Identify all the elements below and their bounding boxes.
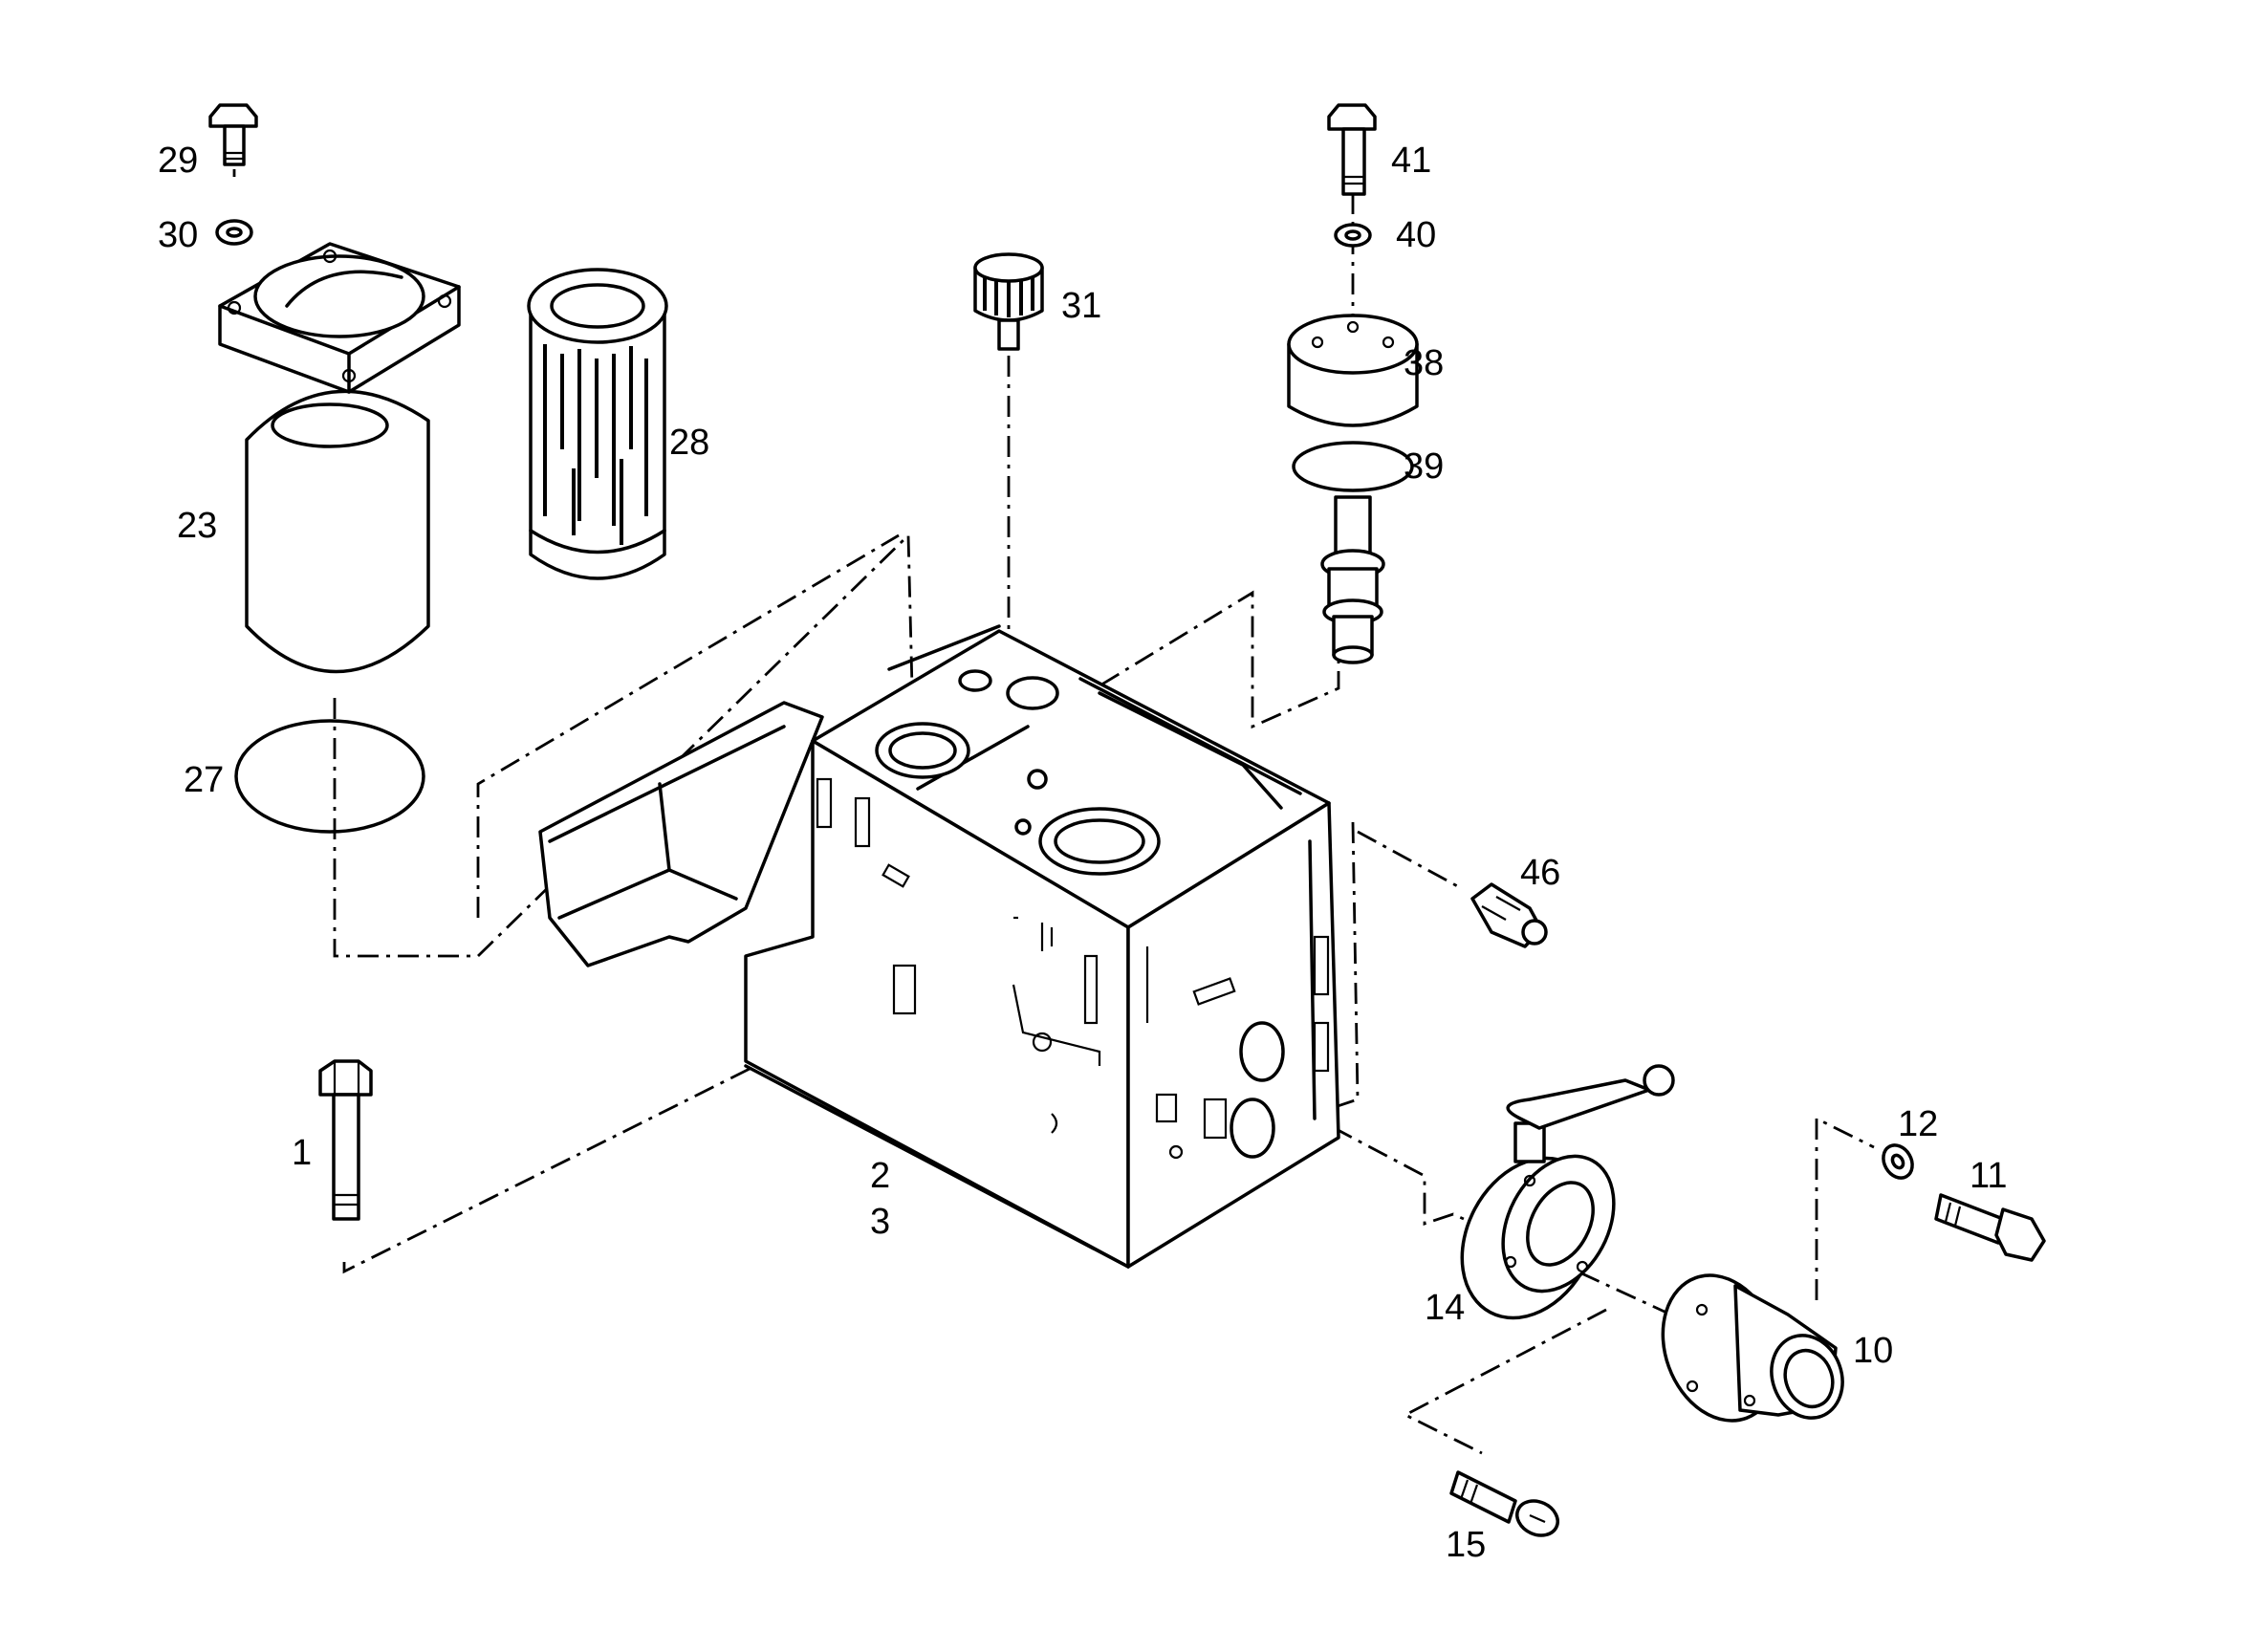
part-10-bearing-cover <box>1661 1273 1844 1423</box>
part-41-bolt <box>1327 103 1377 196</box>
part-23-filter-housing <box>218 242 461 674</box>
part-39-o-ring <box>1292 441 1414 492</box>
label-1: 1 <box>292 1133 312 1173</box>
part-38-cap <box>1287 314 1419 427</box>
part-1-bolt <box>318 1059 373 1221</box>
label-38: 38 <box>1404 343 1444 383</box>
part-31-breather-cap <box>973 252 1044 351</box>
label-14: 14 <box>1425 1288 1465 1328</box>
label-28: 28 <box>669 423 709 463</box>
label-23: 23 <box>177 506 217 546</box>
label-11: 11 <box>1970 1156 2007 1196</box>
part-12-washer <box>1882 1143 1914 1180</box>
stem-assembly <box>1320 495 1385 664</box>
label-39: 39 <box>1404 446 1444 487</box>
label-3: 3 <box>870 1202 890 1242</box>
label-40: 40 <box>1396 215 1436 255</box>
part-29-bolt <box>208 103 258 166</box>
label-15: 15 <box>1446 1525 1486 1565</box>
part-46-fitting <box>1470 882 1548 948</box>
part-28-filter-element <box>527 268 668 580</box>
part-30-washer <box>215 219 253 246</box>
part-40-washer <box>1334 223 1372 248</box>
label-41: 41 <box>1391 141 1431 181</box>
label-31: 31 <box>1061 286 1101 326</box>
part-11-bolt <box>1934 1193 2046 1262</box>
label-10: 10 <box>1853 1331 1893 1371</box>
housing-body <box>538 624 1340 1269</box>
part-14-flange-lever <box>1460 1064 1675 1320</box>
label-12: 12 <box>1898 1104 1938 1144</box>
label-46: 46 <box>1520 853 1560 893</box>
part-27-o-ring <box>234 719 425 834</box>
label-29: 29 <box>158 141 198 181</box>
part-labels: 29 30 23 27 28 31 41 40 38 39 46 1 2 3 1… <box>158 141 2007 1565</box>
label-30: 30 <box>158 215 198 255</box>
part-15-screw <box>1449 1470 1559 1537</box>
label-2: 2 <box>870 1156 890 1196</box>
label-27: 27 <box>184 760 224 800</box>
